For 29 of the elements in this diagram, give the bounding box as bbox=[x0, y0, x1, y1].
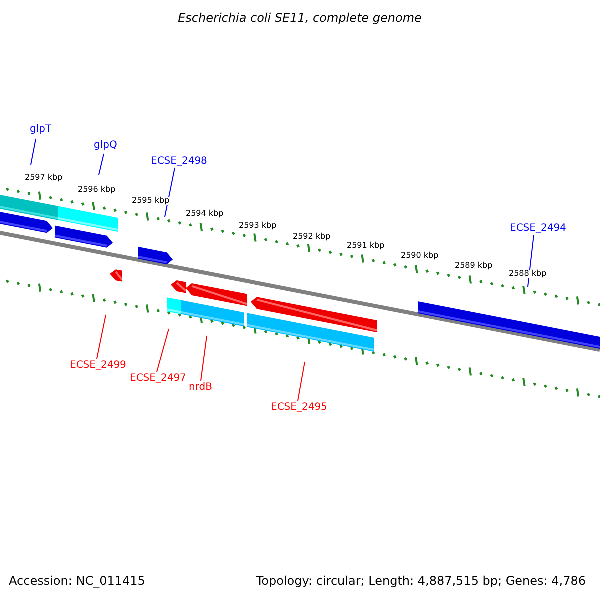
gene-label: glpT bbox=[30, 125, 52, 135]
scale-label: 2592 kbp bbox=[293, 233, 331, 241]
gene-label: nrdB bbox=[189, 383, 212, 393]
scale-label: 2590 kbp bbox=[401, 252, 439, 260]
gene-label: ECSE_2494 bbox=[510, 224, 566, 234]
scale-label: 2591 kbp bbox=[347, 242, 385, 250]
leader-line bbox=[200, 336, 208, 382]
scale-label: 2597 kbp bbox=[25, 174, 63, 182]
leader-line bbox=[30, 138, 36, 166]
scale-label: 2593 kbp bbox=[239, 222, 277, 230]
leader-line bbox=[98, 154, 104, 176]
title: Escherichia coli SE11, complete genome bbox=[177, 12, 423, 24]
gene-label: ECSE_2497 bbox=[130, 374, 186, 384]
scale-label: 2588 kbp bbox=[509, 270, 547, 278]
leader-line bbox=[96, 314, 106, 360]
leader-line bbox=[528, 234, 534, 288]
scale-label: 2594 kbp bbox=[186, 210, 224, 218]
gene-label: glpQ bbox=[94, 141, 118, 151]
scale-label: 2589 kbp bbox=[455, 262, 493, 270]
gene-label: ECSE_2499 bbox=[70, 361, 126, 371]
accession-note: Accession: NC_011415 bbox=[9, 575, 146, 587]
leader-line bbox=[298, 362, 306, 402]
gene-label: ECSE_2498 bbox=[151, 157, 208, 167]
scale-label: 2595 kbp bbox=[132, 197, 170, 205]
genome-info-note: Topology: circular; Length: 4,887,515 bp; Genes: 4,786 bbox=[256, 575, 586, 587]
leader-line bbox=[156, 328, 170, 372]
gene-label: ECSE_2495 bbox=[271, 403, 328, 413]
leader-line bbox=[164, 168, 176, 218]
scale-label: 2596 kbp bbox=[78, 186, 116, 194]
